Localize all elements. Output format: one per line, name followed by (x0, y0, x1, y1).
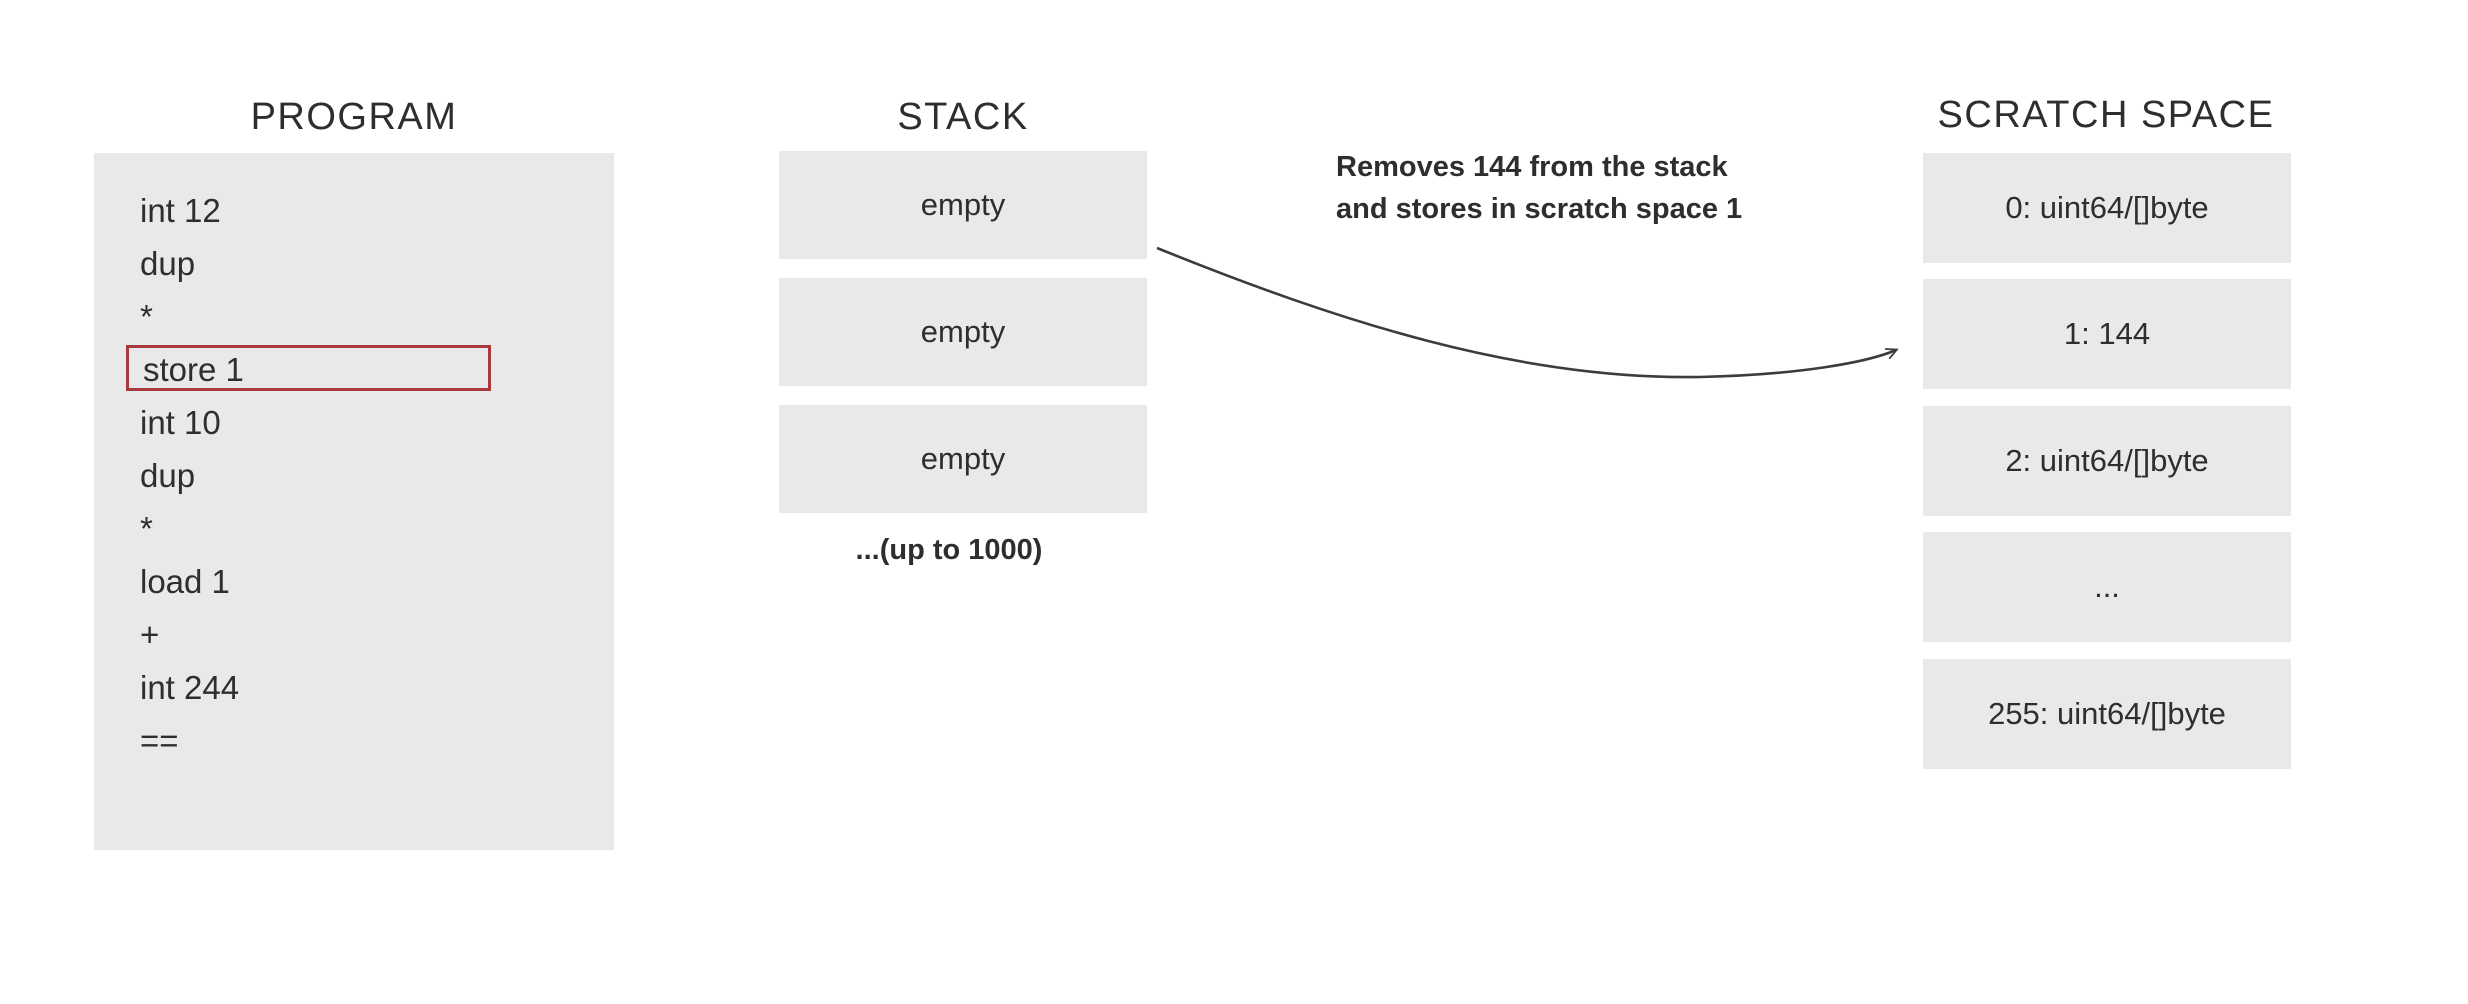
scratch-space-title: SCRATCH SPACE (1937, 94, 2275, 136)
program-box: int 12 dup * store 1 int 10 dup * load 1… (94, 153, 614, 850)
scratch-slot: 255: uint64/[]byte (1923, 659, 2291, 769)
program-title: PROGRAM (250, 96, 458, 138)
scratch-slot: ... (1923, 532, 2291, 642)
stack-title: STACK (897, 96, 1029, 138)
stack-slot: empty (779, 151, 1147, 259)
scratch-slot: 2: uint64/[]byte (1923, 406, 2291, 516)
program-line: * (140, 298, 153, 335)
program-line: int 12 (140, 192, 221, 229)
program-line: == (140, 722, 179, 759)
program-line: dup (140, 245, 196, 282)
program-line: load 1 (140, 563, 230, 600)
program-line: + (140, 616, 160, 653)
program-line: * (140, 510, 153, 547)
highlight-box: store 1 (126, 345, 491, 391)
program-line-label: store 1 (143, 351, 244, 388)
program-line: int 244 (140, 669, 240, 706)
scratch-slot: 0: uint64/[]byte (1923, 153, 2291, 263)
stack-capacity-note: ...(up to 1000) (855, 534, 1043, 566)
stack-slot: empty (779, 278, 1147, 386)
program-line: dup (140, 457, 196, 494)
scratch-slot: 1: 144 (1923, 279, 2291, 389)
stack-slot: empty (779, 405, 1147, 513)
flow-annotation: Removes 144 from the stack and stores in… (1336, 146, 1742, 230)
flow-annotation-line1: Removes 144 from the stack (1336, 151, 1728, 183)
flow-annotation-line2: and stores in scratch space 1 (1336, 193, 1743, 225)
program-line-highlighted: store 1 (126, 343, 614, 396)
program-line: int 10 (140, 404, 221, 441)
